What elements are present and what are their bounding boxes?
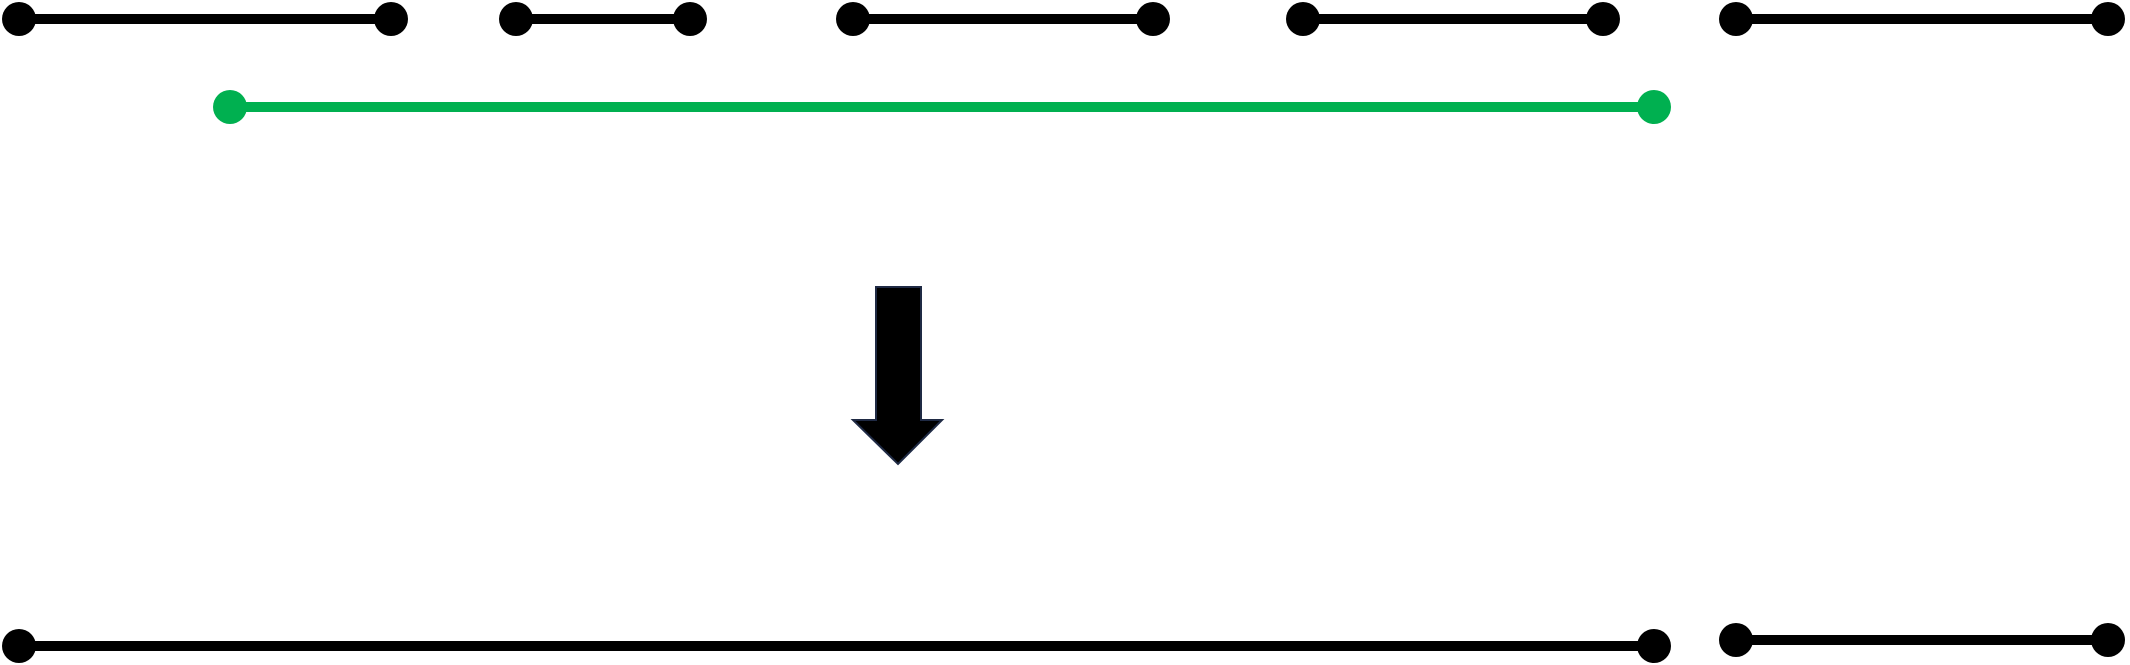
output-interval-2-end-point: [2091, 623, 2125, 657]
output-interval-2-start-point: [1719, 623, 1753, 657]
input-interval-4-end-point: [1586, 2, 1620, 36]
input-interval-5-start-point: [1719, 2, 1753, 36]
input-interval-2-start-point: [499, 2, 533, 36]
input-interval-5: [1719, 2, 2125, 36]
input-interval-2-end-point: [673, 2, 707, 36]
input-interval-4: [1286, 2, 1620, 36]
output-interval-1-end-point: [1637, 629, 1671, 663]
input-interval-5-end-point: [2091, 2, 2125, 36]
input-interval-3: [836, 2, 1170, 36]
merged-interval-end-point: [1637, 90, 1671, 124]
output-interval-1-start-point: [2, 629, 36, 663]
arrow-down-icon: [850, 286, 945, 466]
input-interval-1: [2, 2, 408, 36]
output-interval-1: [2, 629, 1671, 663]
input-interval-2: [499, 2, 707, 36]
input-interval-3-end-point: [1136, 2, 1170, 36]
input-interval-1-end-point: [374, 2, 408, 36]
output-intervals-row: [2, 623, 2125, 663]
merged-interval: [213, 90, 1671, 124]
input-intervals-row: [2, 2, 2125, 36]
arrow-down-shape: [850, 286, 945, 466]
merged-interval-start-point: [213, 90, 247, 124]
input-interval-4-start-point: [1286, 2, 1320, 36]
input-interval-3-start-point: [836, 2, 870, 36]
input-interval-1-start-point: [2, 2, 36, 36]
output-interval-2: [1719, 623, 2125, 657]
